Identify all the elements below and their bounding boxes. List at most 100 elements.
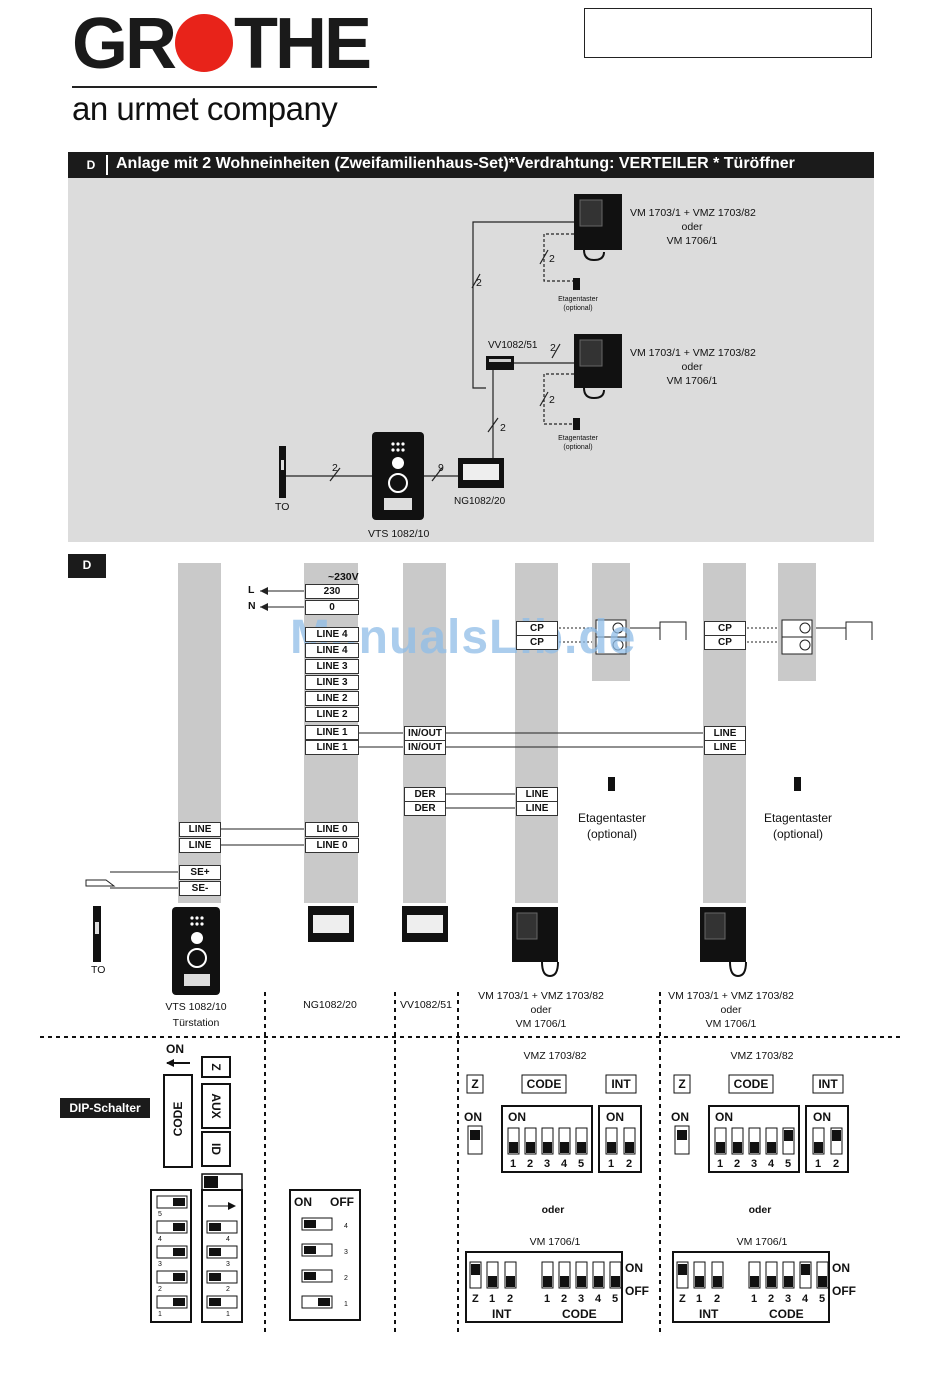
dip-vmz2-z: Z — [678, 1077, 686, 1091]
door-station-caption: VTS 1082/10 — [165, 1001, 227, 1013]
dip-id-box — [201, 1131, 231, 1167]
mains-label: ~230V — [328, 571, 359, 583]
door-opener-switch — [85, 879, 116, 887]
section-banner: D Anlage mit 2 Wohneinheiten (Zweifamili… — [68, 152, 874, 178]
terminal-monitor2-line-b: LINE — [704, 740, 746, 755]
overview-monitor-2-label-a: VM 1703/1 + VMZ 1703/82 — [630, 347, 756, 359]
door-station-caption-sub: Türstation — [172, 1017, 220, 1029]
svg-text:1: 1 — [510, 1158, 516, 1170]
svg-text:Z: Z — [679, 1293, 686, 1305]
terminal-line1-b: LINE 1 — [305, 740, 359, 755]
overview-wiring-svg — [279, 194, 622, 520]
overview-door-opener-label: TO — [275, 501, 290, 513]
svg-text:3: 3 — [226, 1261, 230, 1268]
overview-floor-button-1-optional: (optional) — [563, 305, 593, 312]
terminal-line1-a: LINE 1 — [305, 725, 359, 740]
dip-vmz1-int-on: ON — [606, 1110, 624, 1124]
terminal-se-minus: SE- — [179, 881, 221, 896]
terminal-line2-a: LINE 2 — [305, 691, 359, 706]
terminal-line3-a: LINE 3 — [305, 659, 359, 674]
floor-button-2-optional: (optional) — [772, 827, 824, 841]
terminal-monitor1-cp-a: CP — [516, 621, 558, 636]
svg-text:1: 1 — [226, 1311, 230, 1318]
dip-id-label: ID — [209, 1143, 223, 1155]
svg-text:2: 2 — [734, 1158, 740, 1170]
logo-rule — [72, 86, 377, 88]
dip-vm1-int: INT — [492, 1307, 512, 1321]
overview-monitor-2-label-c: VM 1706/1 — [666, 375, 718, 387]
terminal-line0-a: LINE 0 — [305, 822, 359, 837]
terminal-line4-a: LINE 4 — [305, 627, 359, 642]
svg-text:1: 1 — [696, 1293, 702, 1305]
svg-text:4: 4 — [768, 1158, 775, 1170]
distributor-caption: VV1082/51 — [400, 999, 452, 1011]
dip-vmz-unit-1 — [466, 1074, 642, 1173]
svg-text:4: 4 — [561, 1158, 568, 1170]
dip-vmz2-int-on: ON — [813, 1110, 831, 1124]
floor-button-2 — [794, 777, 801, 791]
monitor-2-caption-c: VM 1706/1 — [705, 1018, 757, 1030]
dip-vmz2-int: INT — [818, 1077, 838, 1091]
svg-text:2: 2 — [833, 1158, 839, 1170]
blank-label-box — [584, 8, 872, 58]
svg-text:1: 1 — [489, 1293, 495, 1305]
dip-ng-off-label: OFF — [330, 1195, 354, 1209]
svg-text:1: 1 — [158, 1311, 162, 1318]
svg-text:2: 2 — [626, 1158, 632, 1170]
dip-vm2-int: INT — [699, 1307, 719, 1321]
svg-text:1: 1 — [344, 1301, 348, 1308]
terminal-monitor1-line-b: LINE — [516, 801, 558, 816]
dip-code-box — [163, 1074, 193, 1168]
wire-count-floor-1: 2 — [549, 253, 555, 265]
svg-text:2: 2 — [527, 1158, 533, 1170]
dip-vm2-off: OFF — [832, 1284, 856, 1298]
dip-vmz2-z-on: ON — [671, 1110, 689, 1124]
svg-text:2: 2 — [507, 1293, 513, 1305]
monitor-2-caption-b: oder — [720, 1004, 742, 1016]
svg-text:2: 2 — [158, 1286, 162, 1293]
svg-text:4: 4 — [802, 1293, 809, 1305]
terminal-line0-b: LINE 0 — [305, 838, 359, 853]
overview-monitor-1-label-c: VM 1706/1 — [666, 235, 718, 247]
mains-l-label: L — [248, 584, 255, 596]
monitor-device-2 — [700, 907, 747, 978]
wiring-section-tag: D — [68, 554, 106, 578]
dip-vmz-title-1: VMZ 1703/82 — [523, 1050, 587, 1062]
dip-vm-title-2: VM 1706/1 — [736, 1236, 788, 1248]
svg-text:5: 5 — [785, 1158, 791, 1170]
overview-monitor-1-label-a: VM 1703/1 + VMZ 1703/82 — [630, 207, 756, 219]
door-opener-label: TO — [91, 964, 106, 976]
dip-vm1-on: ON — [625, 1261, 643, 1275]
monitor-device-1 — [512, 907, 559, 978]
dip-vmz-unit-2 — [673, 1074, 849, 1173]
terminal-line3-b: LINE 3 — [305, 675, 359, 690]
terminal-door-line-a: LINE — [179, 822, 221, 837]
dip-vm-title-1: VM 1706/1 — [529, 1236, 581, 1248]
svg-text:2: 2 — [561, 1293, 567, 1305]
svg-text:2: 2 — [768, 1293, 774, 1305]
overview-door-station-label: VTS 1082/10 — [368, 528, 430, 540]
svg-text:4: 4 — [595, 1293, 602, 1305]
overview-door-station — [372, 432, 424, 520]
dip-vmz1-int: INT — [611, 1077, 631, 1091]
svg-text:2: 2 — [344, 1275, 348, 1282]
dip-vmz1-z-on: ON — [464, 1110, 482, 1124]
wire-count-distributor: 2 — [500, 422, 506, 434]
dip-z-label: Z — [209, 1063, 223, 1071]
door-station-device — [172, 907, 220, 995]
floor-button-2-label: Etagentaster — [763, 811, 833, 825]
overview-floor-button-2 — [573, 418, 580, 430]
terminal-line2-b: LINE 2 — [305, 707, 359, 722]
svg-text:1: 1 — [717, 1158, 723, 1170]
power-supply-caption: NG1082/20 — [303, 999, 357, 1011]
overview-monitor-2 — [574, 334, 622, 400]
svg-text:2: 2 — [714, 1293, 720, 1305]
svg-text:5: 5 — [158, 1211, 162, 1218]
dip-aux-box — [201, 1083, 231, 1129]
overview-monitor-1 — [574, 194, 622, 262]
terminal-monitor2-line-a: LINE — [704, 726, 746, 741]
svg-text:3: 3 — [578, 1293, 584, 1305]
floor-button-1-label: Etagentaster — [577, 811, 647, 825]
terminal-inout-b: IN/OUT — [404, 740, 446, 755]
